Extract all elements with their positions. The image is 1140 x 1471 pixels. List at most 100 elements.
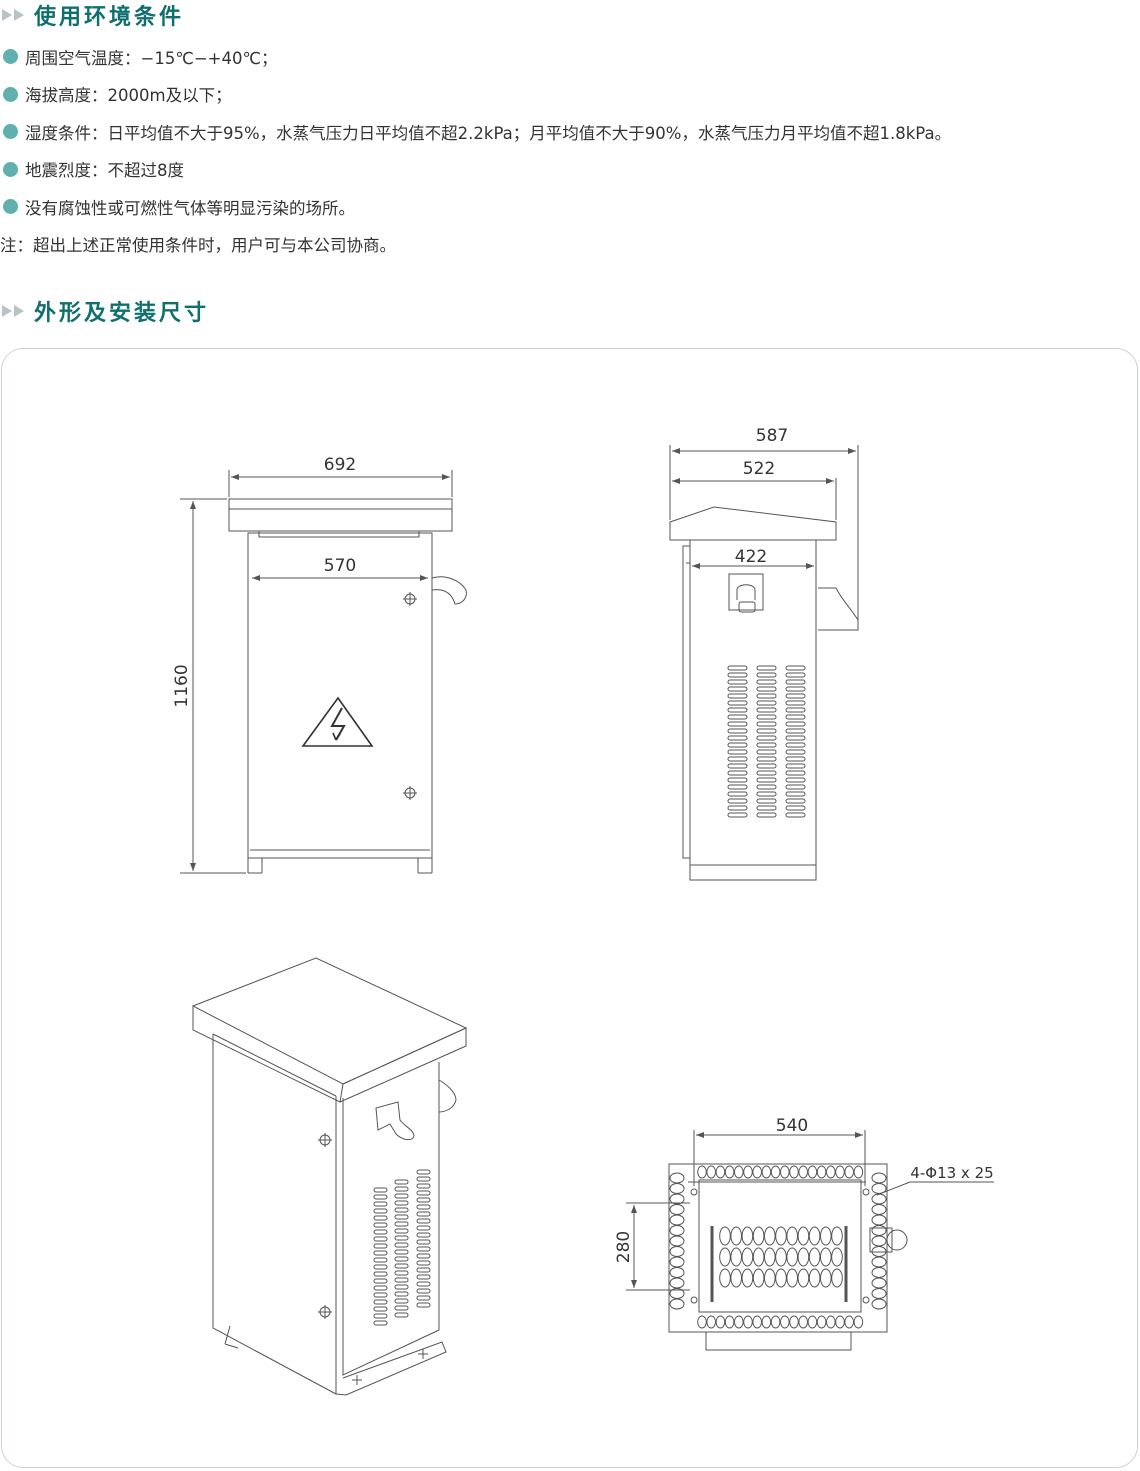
knockout-hole (871, 1288, 887, 1299)
list-item: 周围空气温度：−15℃−+40℃； (0, 38, 1140, 76)
vent-slot (756, 805, 777, 811)
knockout-hole (730, 1268, 743, 1288)
knockout-hole (764, 1268, 776, 1288)
vent-slot (756, 721, 777, 727)
vent-slot (727, 805, 748, 811)
vent-slot (373, 1278, 388, 1284)
vent-slot (756, 749, 777, 755)
screw-icon (352, 1375, 362, 1385)
knockout-hole (764, 1226, 776, 1246)
vent-slot (373, 1306, 388, 1312)
vent-slot (416, 1169, 431, 1175)
knockout-hole (706, 1315, 717, 1329)
knockout-hole (797, 1247, 810, 1267)
section-title-text: 外形及安装尺寸 (34, 301, 210, 326)
vent-slot (756, 798, 777, 804)
vent-slot (756, 672, 777, 678)
vent-slot (416, 1295, 431, 1301)
vent-slot (727, 784, 748, 790)
knockout-hole (669, 1256, 685, 1268)
knockout-hole (669, 1204, 685, 1215)
knockout-hole (743, 1315, 753, 1329)
knockout-hole (706, 1165, 717, 1179)
high-voltage-warning-icon (301, 696, 374, 747)
knockout-hole (808, 1247, 821, 1267)
vent-slot (785, 714, 806, 720)
knockout-hole (797, 1268, 810, 1288)
vent-slot (785, 805, 806, 811)
vent-slot (394, 1270, 409, 1276)
knockout-hole (669, 1225, 685, 1236)
knockout-hole (789, 1315, 799, 1329)
vent-slot (373, 1320, 388, 1326)
knockout-hole (808, 1226, 821, 1246)
knockout-hole (734, 1165, 744, 1179)
knockout-hole (789, 1165, 799, 1179)
front-view-drawing (180, 470, 467, 874)
vent-slot (416, 1218, 431, 1224)
vent-slot (727, 742, 748, 748)
knockout-hole (770, 1315, 781, 1329)
knockout-hole (780, 1315, 790, 1329)
knockout-hole (741, 1268, 754, 1288)
vent-slot (373, 1194, 388, 1200)
list-item-text: 地震烈度：不超过8度 (25, 161, 184, 181)
base-view-drawing (626, 1130, 994, 1351)
vent-slot (416, 1190, 431, 1196)
vent-slot (416, 1260, 431, 1266)
vent-slot (394, 1214, 409, 1220)
knockout-hole (871, 1256, 887, 1268)
vent-slot (785, 693, 806, 699)
vent-slot (727, 812, 748, 818)
vent-slot (373, 1264, 388, 1270)
knockout-hole (761, 1165, 772, 1179)
knockout-hole (786, 1268, 799, 1288)
bullet-dot-icon (3, 49, 18, 65)
vent-slot (373, 1299, 388, 1305)
knockout-hole (831, 1268, 843, 1288)
vent-grille (373, 1169, 431, 1326)
vent-slot (727, 756, 748, 762)
vent-slot (756, 707, 777, 713)
dim-label-540: 540 (776, 1116, 808, 1136)
list-item: 湿度条件：日平均值不大于95%，水蒸气压力日平均值不超2.2kPa；月平均值不大… (0, 113, 1140, 151)
double-arrow-icon (2, 305, 24, 317)
knockout-hole (853, 1315, 864, 1329)
vent-slot (416, 1211, 431, 1217)
vent-slot (373, 1313, 388, 1319)
knockout-hole (820, 1247, 832, 1267)
knockout-hole (719, 1268, 731, 1288)
knockout-hole (853, 1165, 864, 1179)
bullet-dot-icon (3, 86, 18, 102)
vent-slot (394, 1284, 409, 1290)
vent-slot (727, 770, 748, 776)
vent-slot (756, 728, 777, 734)
knockout-hole (871, 1225, 887, 1236)
vent-slot (373, 1292, 388, 1298)
vent-slot (727, 777, 748, 783)
list-item: 没有腐蚀性或可燃性气体等明显污染的场所。 (0, 188, 1140, 226)
dimension-drawing-panel (1, 348, 1138, 1468)
vent-slot (416, 1225, 431, 1231)
knockout-hole (871, 1204, 887, 1215)
knockout-hole (775, 1247, 787, 1267)
vent-slot (416, 1176, 431, 1182)
vent-slot (373, 1215, 388, 1221)
knockout-hole (786, 1226, 799, 1246)
knockout-hole (831, 1226, 843, 1246)
vent-slot (785, 756, 806, 762)
knockout-hole (752, 1247, 765, 1267)
knockout-hole (752, 1315, 763, 1329)
vent-slot (785, 812, 806, 818)
vent-column (727, 665, 806, 818)
knockout-hole (816, 1165, 827, 1179)
vent-slot (416, 1183, 431, 1189)
list-item: 地震烈度：不超过8度 (0, 151, 1140, 189)
knockout-hole (761, 1315, 772, 1329)
vent-slot (756, 770, 777, 776)
knockout-hole (730, 1226, 743, 1246)
vent-slot (785, 763, 806, 769)
vent-slot (727, 700, 748, 706)
vent-slot (394, 1256, 409, 1262)
knockout-hole (775, 1226, 787, 1246)
